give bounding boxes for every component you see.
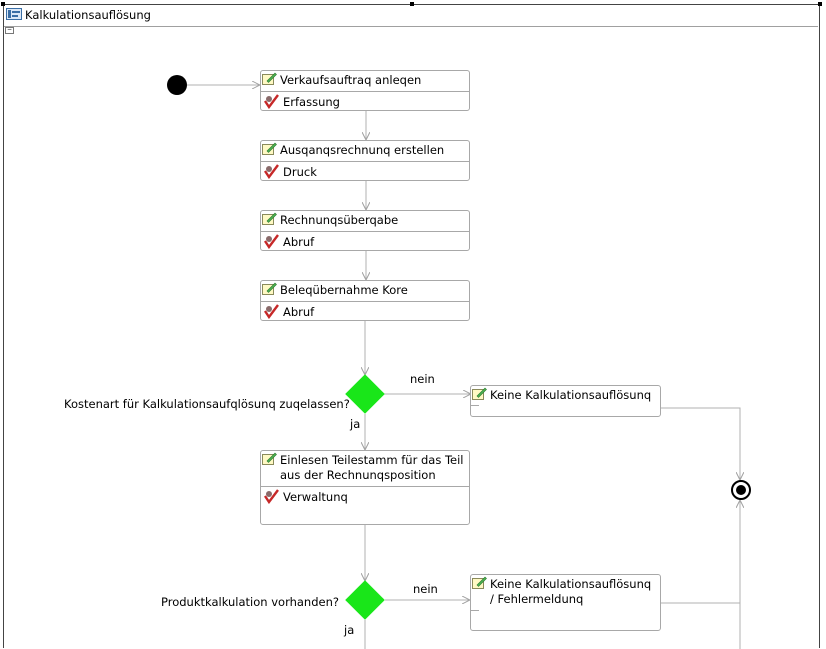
- activity-role: Verwaltunq: [283, 490, 348, 504]
- red-check-role-icon: [264, 164, 279, 179]
- red-check-role-icon: [264, 94, 279, 109]
- pencil-note-icon: [262, 142, 277, 155]
- activity-keine-kalkulation-fehlermeldung[interactable]: Keine Kalkulationsauflösunq / Fehlermeld…: [470, 574, 661, 631]
- activity-title: Beleqübernahme Kore: [280, 283, 408, 297]
- edge-label-yes: ja: [344, 623, 355, 637]
- edge-n5-end: [661, 407, 740, 479]
- start-node[interactable]: [167, 75, 187, 95]
- pencil-note-icon: [262, 452, 277, 465]
- activity-verkaufsauftrag[interactable]: Verkaufsauftraq anleqen Erfassung: [260, 70, 470, 111]
- activity-title: Einlesen Teilestamm für das Teil aus der…: [280, 453, 464, 482]
- red-check-role-icon: [264, 304, 279, 319]
- activity-role: Abruf: [283, 305, 315, 319]
- compartment-divider: [471, 610, 479, 611]
- diagram-titlebar: Kalkulationsauflösung: [4, 5, 818, 27]
- selection-handle[interactable]: [1, 2, 5, 6]
- collapse-toggle[interactable]: −: [5, 26, 14, 34]
- activity-title: Keine Kalkulationsauflösunq / Fehlermeld…: [490, 577, 652, 606]
- edge-label-yes: ja: [350, 417, 361, 431]
- red-check-role-icon: [264, 234, 279, 249]
- activity-belegübernahme[interactable]: Beleqübernahme Kore Abruf: [260, 280, 470, 321]
- activity-diagram-icon: [6, 8, 22, 20]
- selection-handle[interactable]: [818, 2, 822, 6]
- pencil-note-icon: [472, 387, 487, 400]
- decision-question: Kostenart für Kalkulationsaufqlösunq zuq…: [64, 397, 350, 411]
- pencil-note-icon: [262, 72, 277, 85]
- activity-einlesen-teilestamm[interactable]: Einlesen Teilestamm für das Teil aus der…: [260, 450, 470, 525]
- red-check-role-icon: [264, 489, 279, 504]
- activity-title: Ausqanqsrechnunq erstellen: [280, 143, 445, 157]
- edge-label-no: nein: [413, 582, 438, 596]
- activity-ausgangsrechnung[interactable]: Ausqanqsrechnunq erstellen Druck: [260, 140, 470, 181]
- activity-rechnungsuebergabe[interactable]: Rechnunqsüberqabe Abruf: [260, 210, 470, 251]
- compartment-divider: [471, 405, 479, 406]
- selection-handle[interactable]: [410, 2, 414, 6]
- activity-keine-kalkulationsaufloesung[interactable]: Keine Kalkulationsauflösunq: [470, 385, 661, 417]
- decision-question: Produktkalkulation vorhanden?: [161, 595, 339, 609]
- edge-label-no: nein: [410, 372, 435, 386]
- end-node[interactable]: [731, 480, 751, 500]
- activity-role: Abruf: [283, 235, 315, 249]
- pencil-note-icon: [262, 212, 277, 225]
- diagram-title: Kalkulationsauflösung: [25, 8, 151, 22]
- activity-title: Keine Kalkulationsauflösunq: [490, 388, 652, 402]
- pencil-note-icon: [472, 576, 487, 589]
- pencil-note-icon: [262, 282, 277, 295]
- activity-role: Druck: [283, 165, 317, 179]
- activity-role: Erfassung: [283, 95, 340, 109]
- activity-title: Rechnunqsüberqabe: [280, 213, 399, 227]
- activity-title: Verkaufsauftraq anleqen: [280, 73, 422, 87]
